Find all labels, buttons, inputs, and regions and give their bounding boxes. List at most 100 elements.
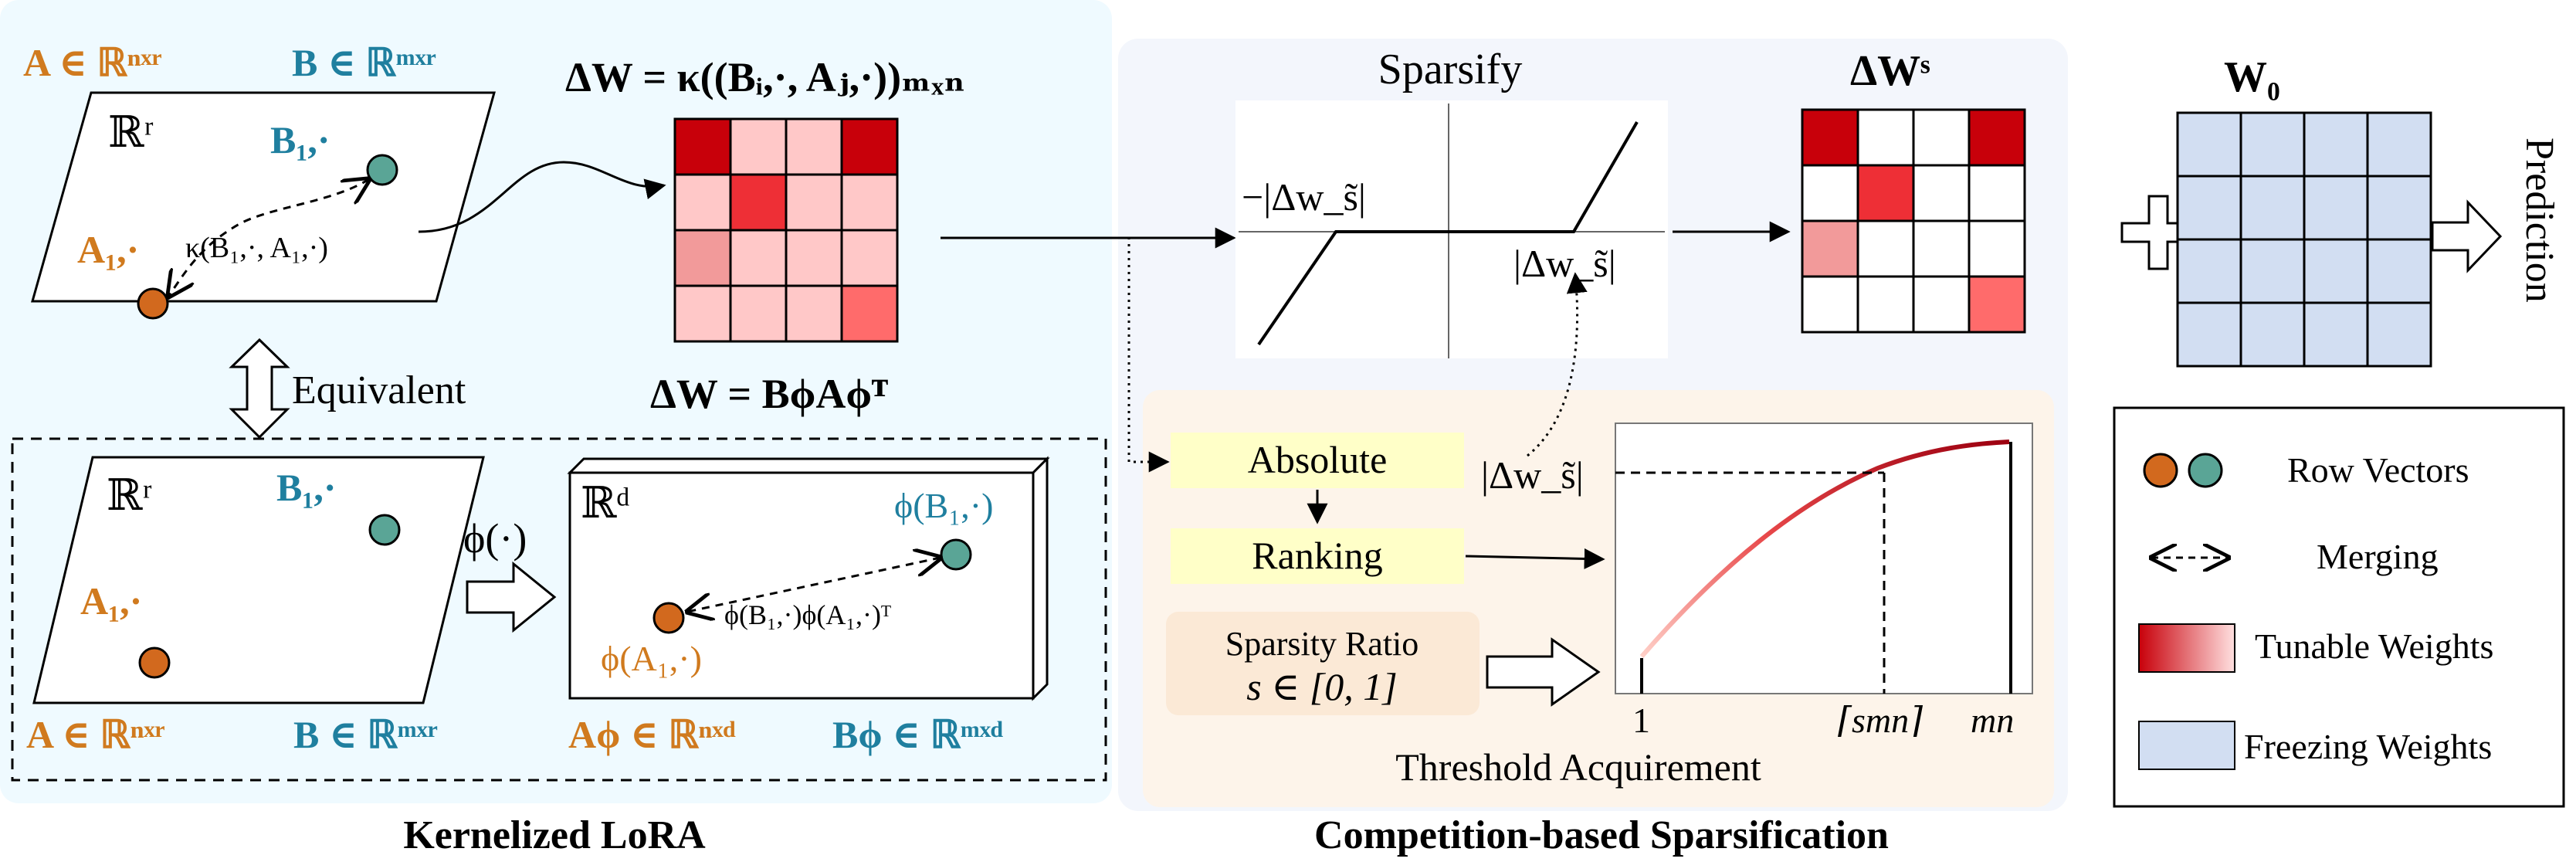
a-row-vector-label: A₁,· [77, 228, 139, 271]
lower-b-matrix-definition: B ∈ ℝᵐˣʳ [293, 713, 438, 756]
sparse-delta-w-cell [1801, 275, 1859, 334]
delta-w-cell [673, 173, 732, 232]
frozen-w0-cell [2176, 111, 2242, 178]
sparse-delta-w-cell [1856, 219, 1915, 278]
b-matrix-definition: B ∈ ℝᵐˣʳ [292, 41, 436, 84]
lower-a-row-vector-label: A₁,· [80, 579, 142, 623]
legend-freezing-label: Freezing Weights [2244, 727, 2492, 766]
sparse-delta-w-cell [1912, 219, 1971, 278]
absolute-step-label: Absolute [1248, 438, 1388, 481]
inner-product-dashed-arrow [687, 558, 941, 612]
ranking-curve-plot [1615, 423, 2033, 694]
merging-dashed-arrow [168, 179, 369, 297]
b-phi-definition: Bϕ ∈ ℝᵐˣᵈ [832, 713, 1003, 756]
delta-w-cell [785, 173, 843, 232]
delta-w-cell [840, 284, 899, 343]
delta-w-cell [673, 284, 732, 343]
legend-teal-dot [2188, 453, 2223, 488]
sparsify-threshold-function [1257, 120, 1639, 346]
lower-b-row-vector-dot [368, 514, 401, 546]
frozen-w0-cell [2366, 301, 2432, 368]
frozen-w0-cell [2239, 111, 2306, 178]
sparse-delta-w-title: ΔWˢ [1850, 47, 1930, 95]
feature-space-box-side [1032, 456, 1049, 701]
sparse-delta-w-cell [1912, 275, 1971, 334]
absolute-step-box [1171, 433, 1464, 488]
legend-freezing-swatch [2138, 721, 2235, 770]
frozen-w0-cell [2366, 238, 2432, 304]
delta-w-cell [785, 117, 843, 176]
phi-a-dot [652, 602, 685, 634]
legend-tunable-swatch [2138, 623, 2235, 673]
legend-tunable-label: Tunable Weights [2255, 626, 2493, 666]
frozen-w0-cell [2239, 175, 2306, 241]
threshold-acquirement-caption: Threshold Acquirement [1395, 745, 1761, 789]
kernelized-lora-title: Kernelized LoRA [403, 813, 706, 857]
feature-map-hollow-arrow-icon [466, 561, 557, 633]
positive-threshold-label: |Δw_s̃| [1513, 242, 1616, 285]
tick-one-label: 1 [1632, 701, 1650, 740]
prediction-hollow-arrow-icon [2431, 199, 2503, 273]
b-row-vector-label: B₁,· [270, 118, 330, 161]
delta-w-cell [840, 117, 899, 176]
a-matrix-definition: A ∈ ℝⁿˣʳ [23, 41, 162, 84]
delta-w-lowrank-subtitle: ΔW = BϕAϕᵀ [650, 371, 888, 417]
delta-w-cell [840, 173, 899, 232]
sparse-delta-w-cell [1856, 108, 1915, 167]
frozen-w0-cell [2176, 175, 2242, 241]
sparsity-ratio-value: s ∈ [0, 1] [1246, 665, 1397, 708]
lower-b-row-vector-label: B₁,· [276, 466, 337, 509]
matrix-to-absolute-dotted-arrow [941, 236, 1170, 473]
negative-threshold-label: −|Δw_s̃| [1242, 175, 1366, 219]
frozen-w0-cell [2303, 301, 2369, 368]
delta-w-cell [840, 229, 899, 287]
delta-w-cell [729, 229, 788, 287]
prediction-label: Prediction [2517, 137, 2561, 303]
frozen-w0-cell [2176, 301, 2242, 368]
sparse-delta-w-cell [1801, 108, 1859, 167]
sparse-delta-w-cell [1968, 219, 2026, 278]
sparse-delta-w-cell [1912, 108, 1971, 167]
kernelized-lora-dashed-box [11, 437, 1107, 782]
frozen-w0-matrix [2176, 111, 2432, 368]
delta-w-matrix [673, 117, 899, 343]
sparsify-title: Sparsify [1378, 46, 1523, 93]
w0-title: W₀ [2224, 53, 2280, 101]
sparse-delta-w-cell [1968, 108, 2026, 167]
space-d-label: ℝᵈ [581, 480, 630, 528]
lower-a-matrix-definition: A ∈ ℝⁿˣʳ [26, 713, 165, 756]
delta-w-cell [785, 284, 843, 343]
frozen-w0-cell [2303, 238, 2369, 304]
sparse-delta-w-cell [1968, 164, 2026, 222]
lower-space-plane [32, 456, 485, 704]
equivalent-label: Equivalent [292, 368, 466, 412]
phi-b-label: ϕ(B₁,·) [894, 486, 993, 525]
sparsify-plot-area [1235, 100, 1668, 358]
delta-w-cell [673, 229, 732, 287]
phi-a-label: ϕ(A₁,·) [601, 639, 702, 678]
a-phi-definition: Aϕ ∈ ℝⁿˣᵈ [568, 713, 736, 756]
frozen-w0-cell [2366, 111, 2432, 178]
inner-product-label: ϕ(B₁,·)ϕ(A₁,·)ᵀ [724, 599, 891, 630]
competition-sparsification-title: Competition-based Sparsification [1314, 813, 1889, 857]
delta-w-cell [673, 117, 732, 176]
phi-b-dot [940, 538, 972, 571]
delta-w-kernel-title: ΔW = κ((Bᵢ,·, Aⱼ,·))ₘₓₙ [565, 54, 965, 100]
a-row-vector-dot [137, 287, 169, 320]
sparse-delta-w-matrix [1801, 108, 2026, 334]
sparsity-ratio-box [1166, 612, 1480, 715]
feature-space-box-top [567, 457, 1050, 474]
frozen-w0-cell [2303, 175, 2369, 241]
legend-row-vectors-label: Row Vectors [2287, 450, 2469, 490]
frozen-w0-cell [2239, 238, 2306, 304]
sparse-delta-w-cell [1912, 164, 1971, 222]
lower-a-row-vector-dot [138, 646, 171, 679]
frozen-w0-cell [2303, 111, 2369, 178]
kernel-function-label: κ(B₁,·, A₁,·) [185, 232, 328, 264]
sparse-delta-w-cell [1856, 275, 1915, 334]
sparsity-ratio-title: Sparsity Ratio [1225, 625, 1419, 663]
plus-icon [2120, 195, 2196, 270]
ranking-curve [1639, 439, 2010, 658]
sparse-delta-w-cell [1801, 164, 1859, 222]
